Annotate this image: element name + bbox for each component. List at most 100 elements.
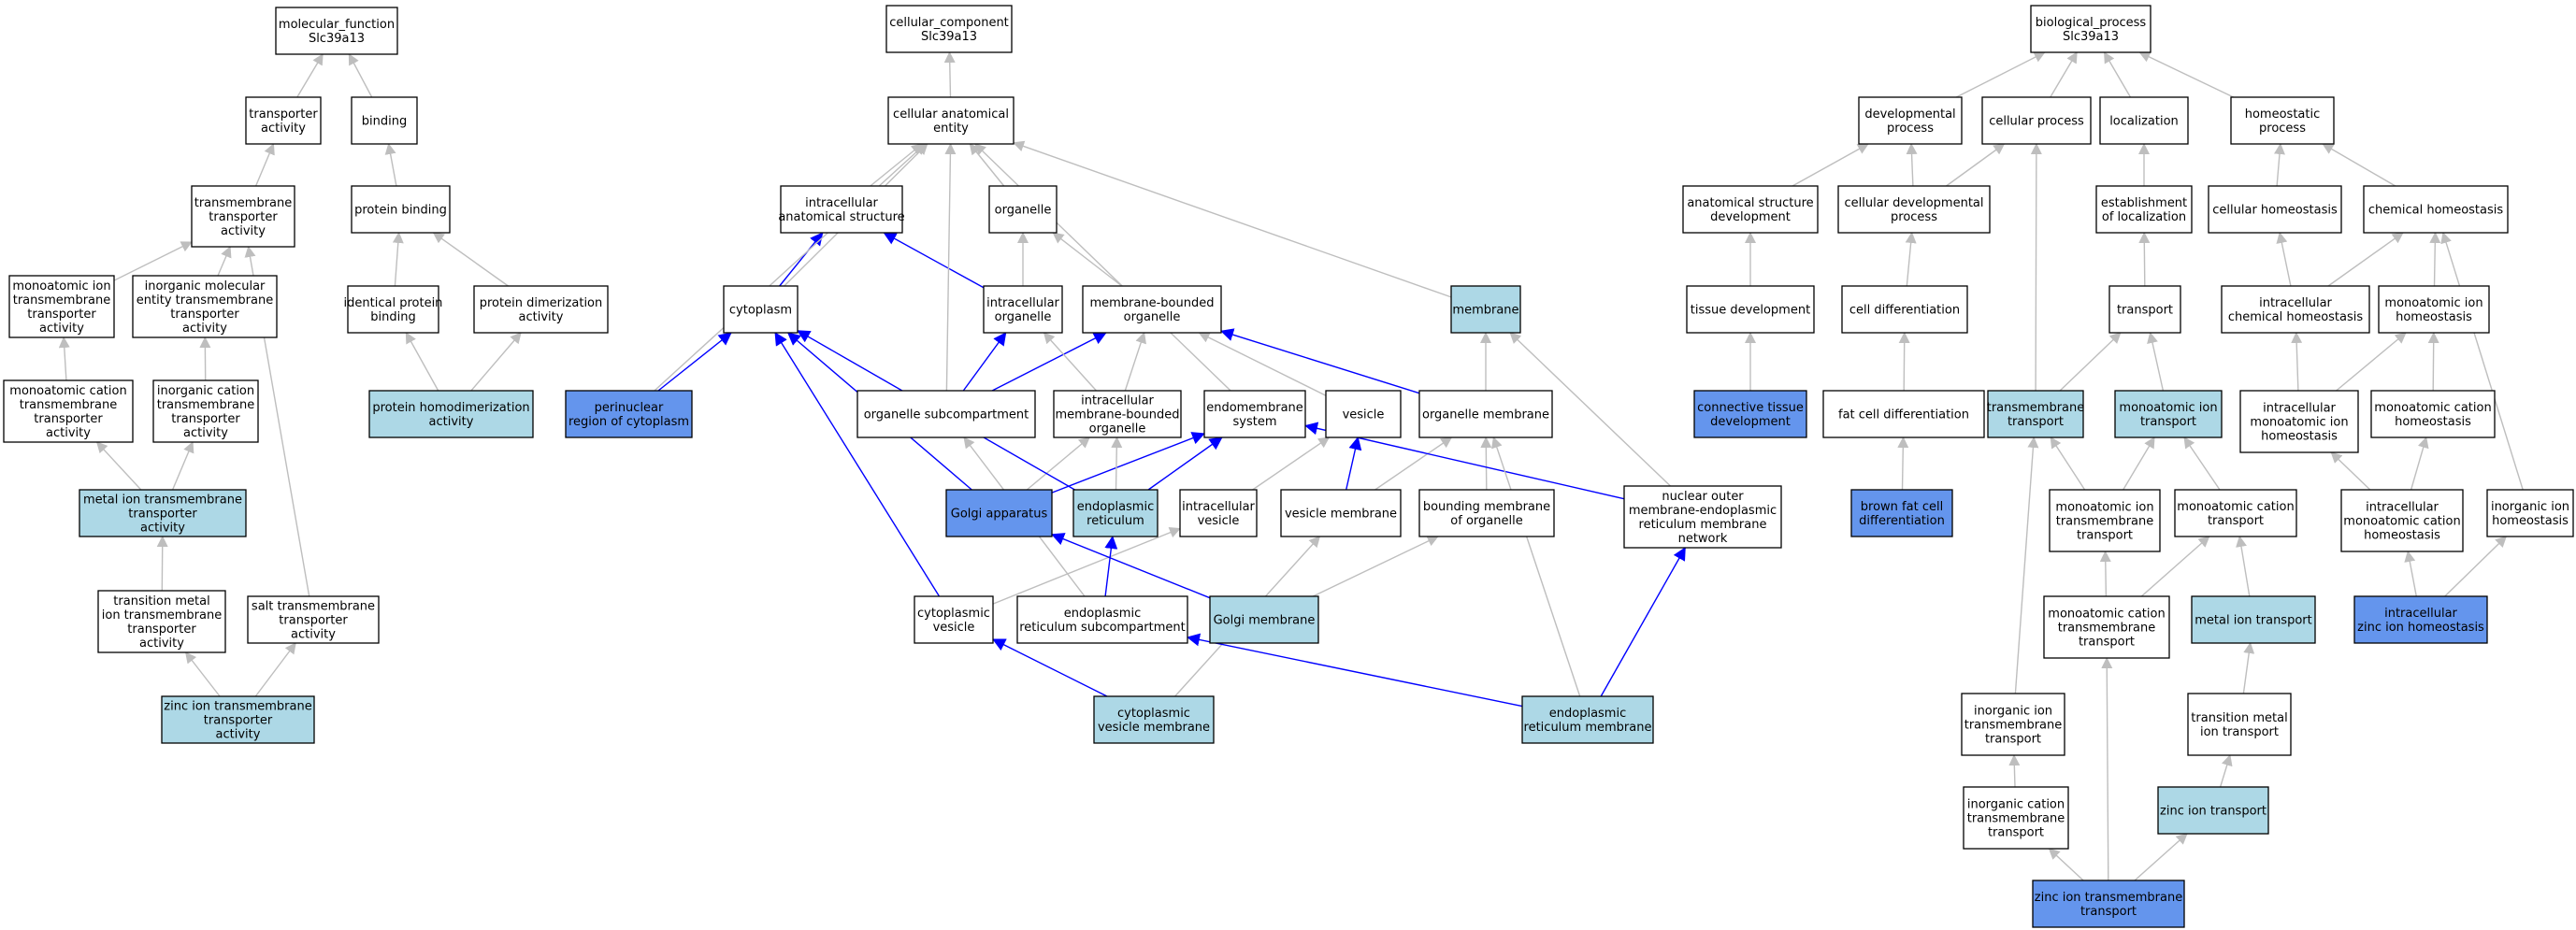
node-metal-ion-transport[interactable]: metal ion transport — [2191, 595, 2316, 644]
node-label-line: transport — [2077, 529, 2133, 543]
node-box — [1072, 489, 1158, 537]
node-binding[interactable]: binding — [351, 96, 418, 145]
node-label-line: activity — [139, 637, 184, 651]
node-label-line: transport — [1988, 826, 2044, 840]
node-organelle-subcompartment[interactable]: organelle subcompartment — [856, 390, 1036, 438]
node-fat-cell-diff[interactable]: fat cell differentiation — [1822, 390, 1985, 438]
node-zinc-tm-activity[interactable]: zinc ion transmembranetransporteractivit… — [161, 695, 315, 744]
node-localization[interactable]: localization — [2099, 96, 2189, 145]
node-organelle[interactable]: organelle — [988, 185, 1058, 234]
edge-intracellular_vesicle-to-vesicle — [1252, 436, 1331, 491]
node-box — [2157, 786, 2269, 835]
node-metal-ion-tm[interactable]: metal ion transmembranetransporteractivi… — [79, 489, 247, 537]
edge-monoatomic_ion_homeostasis-to-chemical_homeostasis — [2429, 232, 2441, 287]
node-cellular-homeostasis[interactable]: cellular homeostasis — [2208, 185, 2342, 234]
node-zinc-ion-transport[interactable]: zinc ion transport — [2157, 786, 2269, 835]
node-golgi-membrane[interactable]: Golgi membrane — [1209, 595, 1319, 644]
node-box — [2208, 185, 2342, 234]
node-protein-binding[interactable]: protein binding — [351, 185, 451, 234]
node-box — [8, 275, 115, 338]
edge-protein_homodimerization-to-identical_protein_binding — [405, 332, 439, 392]
node-label-line: monoatomic ion — [2384, 296, 2482, 310]
node-transport[interactable]: transport — [2108, 285, 2181, 334]
edge-binding-to-mf — [348, 53, 373, 98]
node-box — [1623, 485, 1782, 549]
node-organelle-membrane[interactable]: organelle membrane — [1418, 390, 1553, 438]
node-membrane[interactable]: membrane — [1450, 285, 1521, 334]
node-chemical-homeostasis[interactable]: chemical homeostasis — [2363, 185, 2509, 234]
node-label-line: activity — [46, 426, 91, 440]
node-label-line: Golgi membrane — [1214, 614, 1316, 628]
node-inorganic-cation-tm[interactable]: inorganic cationtransmembranetransporter… — [152, 379, 259, 443]
node-vesicle-membrane[interactable]: vesicle membrane — [1280, 489, 1402, 537]
node-cytoplasm[interactable]: cytoplasm — [723, 285, 799, 334]
node-golgi-apparatus[interactable]: Golgi apparatus — [945, 489, 1053, 537]
node-label-line: developmental — [1864, 107, 1955, 122]
edge-organelle-to-cae — [969, 143, 1005, 187]
node-box — [2108, 285, 2181, 334]
node-monoatomic-ion-tm[interactable]: monoatomic iontransmembranetransporterac… — [8, 275, 115, 338]
edge-endomembrane_system-to-cae — [974, 143, 1231, 392]
node-label-line: cytoplasmic — [917, 607, 990, 621]
node-cell-differentiation[interactable]: cell differentiation — [1841, 285, 1968, 334]
node-label-line: activity — [291, 628, 336, 642]
node-vesicle[interactable]: vesicle — [1325, 390, 1402, 438]
node-monoatomic-cation-tm[interactable]: monoatomic cationtransmembranetransporte… — [3, 379, 134, 443]
node-label-line: transporter — [128, 508, 197, 522]
node-nuclear-outer[interactable]: nuclear outermembrane-endoplasmicreticul… — [1623, 485, 1782, 549]
edge-monoatomic_ion_tm_transport-to-monoatomic_ion_transport — [2123, 436, 2155, 491]
edge-perinuclear-to-cytoplasm — [657, 332, 732, 392]
node-cellular-process[interactable]: cellular process — [1981, 96, 2092, 145]
node-box — [1693, 390, 1807, 438]
node-tissue-development[interactable]: tissue development — [1686, 285, 1815, 334]
